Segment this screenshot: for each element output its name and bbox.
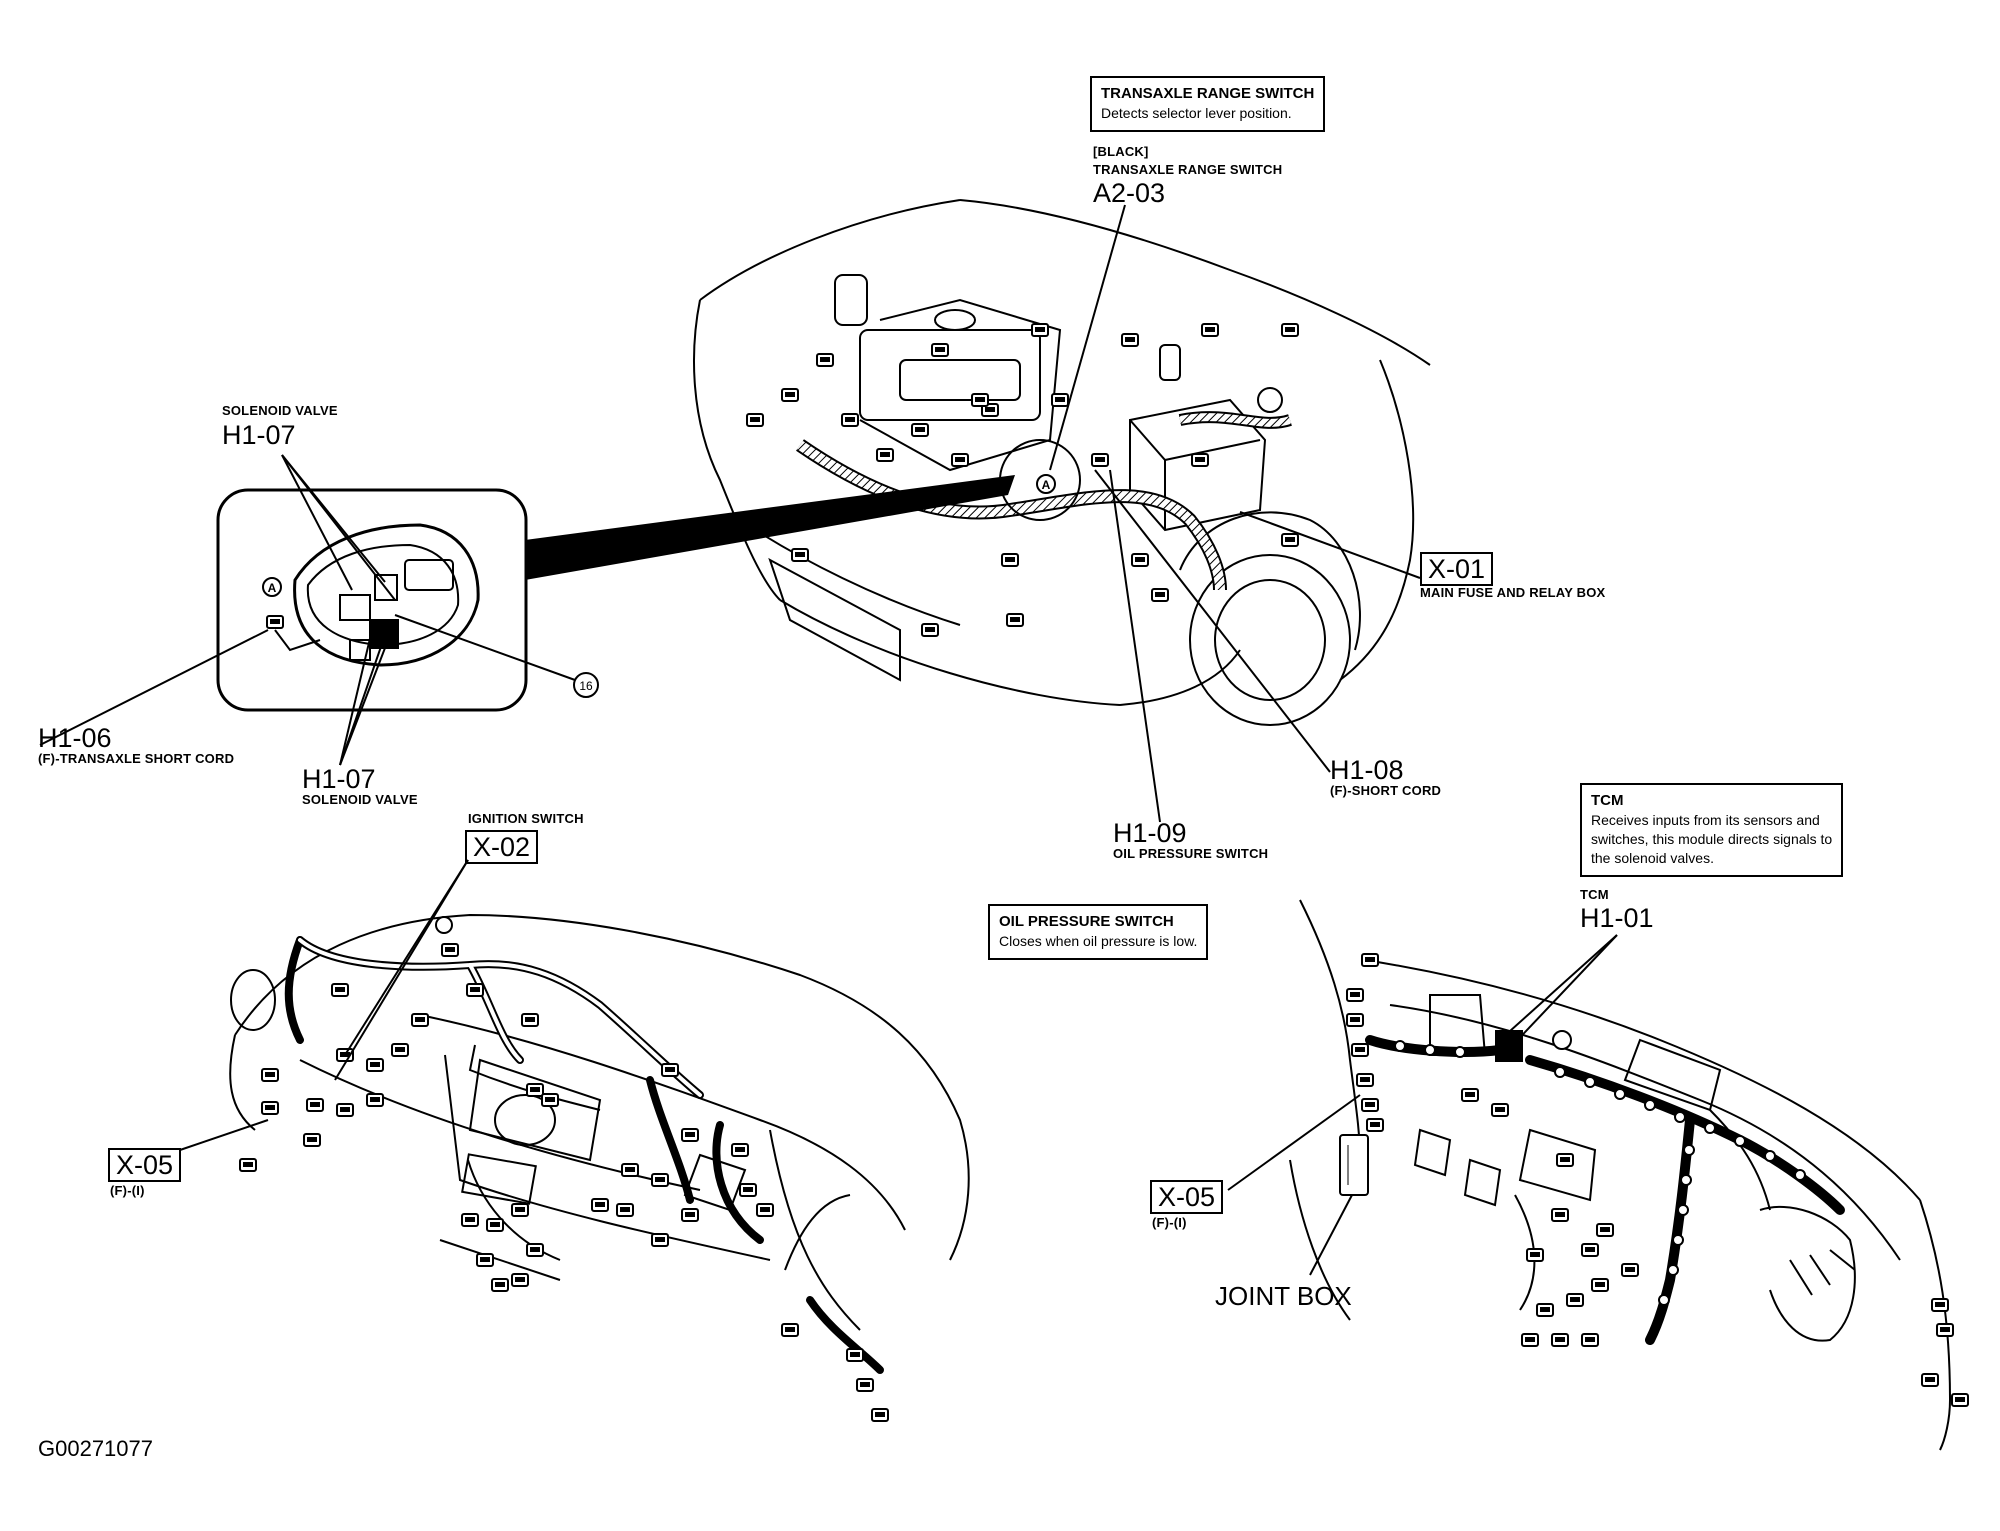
engine-leaders — [1049, 204, 1421, 823]
dashboard-left-harness-inner — [298, 938, 702, 1097]
note-tcm-line-2: switches, this module directs signals to — [1591, 831, 1833, 847]
x-01-name: MAIN FUSE AND RELAY BOX — [1420, 585, 1606, 600]
h1-07-top-name: SOLENOID VALVE — [222, 403, 338, 418]
x-01-code: X-01 — [1420, 552, 1494, 586]
note-transaxle-range-switch: TRANSAXLE RANGE SWITCH Detects selector … — [1090, 76, 1326, 132]
inset-detail — [274, 523, 480, 667]
h1-08-name: (F)-SHORT CORD — [1330, 783, 1442, 798]
h1-06-name: (F)-TRANSAXLE SHORT CORD — [38, 751, 235, 766]
note-trs-title: TRANSAXLE RANGE SWITCH — [1101, 85, 1315, 102]
note-ops-text: Closes when oil pressure is low. — [999, 933, 1198, 949]
dashboard-right-harness — [1365, 1035, 1845, 1345]
marker-16-label: 16 — [579, 679, 593, 693]
zoom-circle — [999, 439, 1081, 521]
dashboard-left-illustration — [229, 913, 970, 1331]
a2-03-code: A2-03 — [1093, 178, 1166, 208]
h1-09-name: OIL PRESSURE SWITCH — [1113, 846, 1269, 861]
engine-bay-illustration — [693, 199, 1431, 726]
dashboard-right-harness-beads — [1394, 1040, 1806, 1306]
dashboard-left-connectors — [239, 943, 889, 1422]
note-oil-pressure-switch: OIL PRESSURE SWITCH Closes when oil pres… — [988, 904, 1209, 960]
h1-07-bottom-name: SOLENOID VALVE — [302, 792, 418, 807]
x-02-code: X-02 — [465, 830, 539, 864]
note-tcm-line-3: the solenoid valves. — [1591, 850, 1714, 866]
dashboard-left-grommet — [435, 916, 453, 934]
note-tcm-line-1: Receives inputs from its sensors and — [1591, 812, 1820, 828]
x-05-left-code: X-05 — [108, 1148, 182, 1182]
marker-a-main — [1036, 474, 1056, 494]
dashboard-right-connectors — [1346, 953, 1969, 1407]
h1-01-code: H1-01 — [1580, 903, 1654, 933]
x-02-name: IGNITION SWITCH — [468, 811, 584, 826]
solenoid-inset — [216, 488, 528, 712]
dashboard-right-grommet — [1552, 1030, 1572, 1050]
marker-16 — [573, 672, 599, 698]
note-ops-title: OIL PRESSURE SWITCH — [999, 913, 1174, 930]
x-05-right-code: X-05 — [1150, 1180, 1224, 1214]
joint-box-label: JOINT BOX — [1215, 1281, 1352, 1311]
h1-01-name: TCM — [1580, 887, 1609, 902]
marker-a-main-label: A — [1042, 478, 1051, 492]
marker-a-inset — [262, 577, 282, 597]
dashboard-left-leaders — [179, 859, 469, 1151]
h1-08-code: H1-08 — [1330, 755, 1404, 785]
inset-leaders — [39, 454, 576, 766]
a2-03-color: [BLACK] — [1093, 144, 1149, 159]
zoom-wedge — [525, 475, 1015, 580]
dashboard-right-illustration — [1289, 899, 1952, 1451]
note-tcm-title: TCM — [1591, 792, 1624, 809]
a2-03-name: TRANSAXLE RANGE SWITCH — [1093, 162, 1283, 177]
joint-box — [1339, 1134, 1369, 1196]
note-trs-text: Detects selector lever position. — [1101, 105, 1292, 121]
h1-09-code: H1-09 — [1113, 818, 1187, 848]
x-05-left-name: (F)-(I) — [110, 1183, 145, 1198]
marker-a-inset-label: A — [268, 581, 277, 595]
h1-07-top-code: H1-07 — [222, 420, 296, 450]
h1-07-bottom-code: H1-07 — [302, 764, 376, 794]
note-tcm: TCM Receives inputs from its sensors and… — [1580, 783, 1844, 877]
dashboard-right-leaders — [1227, 934, 1618, 1276]
x-05-right-name: (F)-(I) — [1152, 1215, 1187, 1230]
h1-06-code: H1-06 — [38, 723, 112, 753]
image-id: G00271077 — [38, 1436, 153, 1461]
